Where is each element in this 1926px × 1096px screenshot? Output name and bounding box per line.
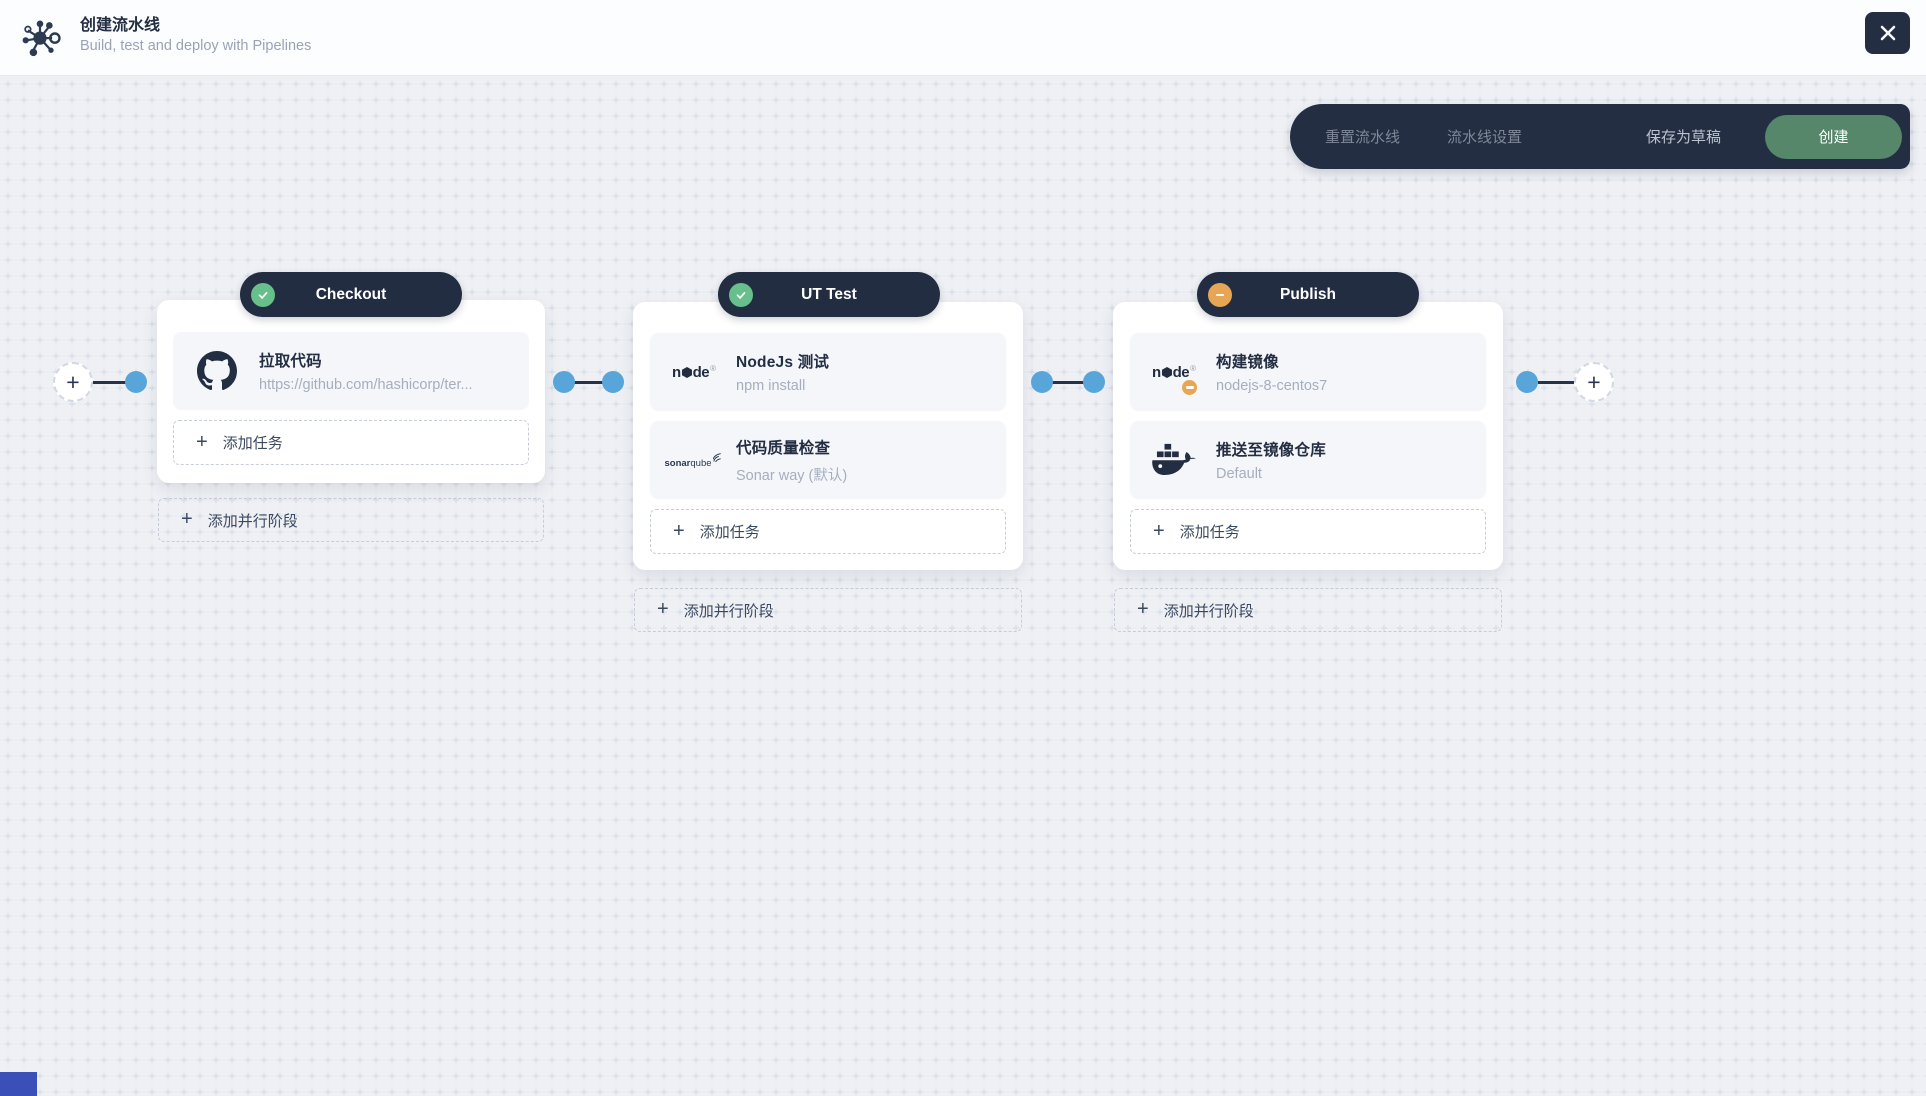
- close-icon: [1880, 25, 1895, 41]
- nodejs-icon: n de®: [671, 363, 717, 381]
- add-task-button[interactable]: + 添加任务: [1130, 509, 1486, 554]
- task-push-image[interactable]: 推送至镜像仓库 Default: [1130, 421, 1486, 499]
- task-title: 拉取代码: [259, 353, 322, 370]
- plus-icon: +: [66, 368, 80, 395]
- connector-line: [1538, 381, 1574, 384]
- task-title: 推送至镜像仓库: [1216, 442, 1326, 459]
- task-subtitle: npm install: [736, 378, 806, 394]
- plus-icon: +: [673, 519, 685, 542]
- save-draft-button[interactable]: 保存为草稿: [1645, 129, 1721, 146]
- connector-dot[interactable]: [125, 371, 147, 393]
- add-task-button[interactable]: + 添加任务: [173, 420, 529, 465]
- task-subtitle: Sonar way (默认): [736, 467, 848, 484]
- stage-card-publish: n de® 构建镜像 nodejs-8-centos7 推送至镜像仓库: [1113, 302, 1503, 570]
- pipeline-settings-button[interactable]: 流水线设置: [1446, 129, 1522, 146]
- page-subtitle: Build, test and deploy with Pipelines: [80, 38, 312, 54]
- add-parallel-stage-button[interactable]: + 添加并行阶段: [158, 498, 544, 542]
- reset-pipeline-button[interactable]: 重置流水线: [1324, 129, 1400, 146]
- bottom-left-artifact: [0, 1072, 37, 1096]
- connector-line: [92, 381, 128, 384]
- pending-minus-badge-icon: [1182, 380, 1197, 395]
- add-parallel-stage-button[interactable]: + 添加并行阶段: [1114, 588, 1502, 632]
- close-button[interactable]: [1865, 12, 1910, 54]
- stage-pill-publish[interactable]: Publish: [1197, 272, 1419, 317]
- pipeline-icon: [22, 20, 61, 57]
- plus-icon: +: [181, 508, 193, 530]
- plus-icon: +: [1587, 368, 1601, 395]
- connector-dot[interactable]: [553, 371, 575, 393]
- page-header: 创建流水线 Build, test and deploy with Pipeli…: [0, 0, 1926, 76]
- connector-dot[interactable]: [1031, 371, 1053, 393]
- connector-dot[interactable]: [1516, 371, 1538, 393]
- docker-icon: [1152, 443, 1196, 475]
- task-subtitle: nodejs-8-centos7: [1216, 378, 1328, 394]
- plus-icon: +: [196, 430, 208, 453]
- add-task-button[interactable]: + 添加任务: [650, 509, 1006, 554]
- task-title: NodeJs 测试: [736, 354, 830, 371]
- stage-pill-ut-test[interactable]: UT Test: [718, 272, 940, 317]
- task-subtitle: https://github.com/hashicorp/ter...: [259, 377, 473, 393]
- stage-name: Publish: [1280, 285, 1336, 303]
- stage-name: UT Test: [801, 285, 857, 303]
- github-icon: [197, 351, 237, 391]
- task-pull-code[interactable]: 拉取代码 https://github.com/hashicorp/ter...: [173, 332, 529, 410]
- connector-dot[interactable]: [602, 371, 624, 393]
- pipeline-toolbar: 重置流水线 流水线设置 保存为草稿 创建: [1290, 104, 1910, 169]
- plus-icon: +: [1153, 519, 1165, 542]
- add-stage-end-button[interactable]: +: [1574, 362, 1614, 402]
- connector-dot[interactable]: [1083, 371, 1105, 393]
- add-stage-start-button[interactable]: +: [53, 362, 93, 402]
- connector-line: [566, 381, 612, 384]
- plus-icon: +: [1137, 598, 1149, 620]
- task-nodejs-test[interactable]: n de® NodeJs 测试 npm install: [650, 333, 1006, 411]
- task-title: 构建镜像: [1216, 354, 1279, 371]
- task-subtitle: Default: [1216, 466, 1262, 482]
- add-parallel-stage-button[interactable]: + 添加并行阶段: [634, 588, 1022, 632]
- page-title: 创建流水线: [80, 17, 161, 34]
- task-build-image[interactable]: n de® 构建镜像 nodejs-8-centos7: [1130, 333, 1486, 411]
- stage-pill-checkout[interactable]: Checkout: [240, 272, 462, 317]
- plus-icon: +: [657, 598, 669, 620]
- create-button[interactable]: 创建: [1765, 114, 1902, 159]
- stage-card-checkout: 拉取代码 https://github.com/hashicorp/ter...…: [157, 300, 545, 483]
- nodejs-icon: n de®: [1151, 363, 1197, 381]
- success-check-icon: [251, 282, 275, 307]
- connector-line: [1044, 381, 1092, 384]
- task-title: 代码质量检查: [736, 439, 831, 457]
- stage-name: Checkout: [315, 285, 387, 303]
- success-check-icon: [729, 282, 753, 307]
- pending-minus-icon: [1208, 282, 1232, 307]
- canvas-grid-background: [0, 76, 1926, 1096]
